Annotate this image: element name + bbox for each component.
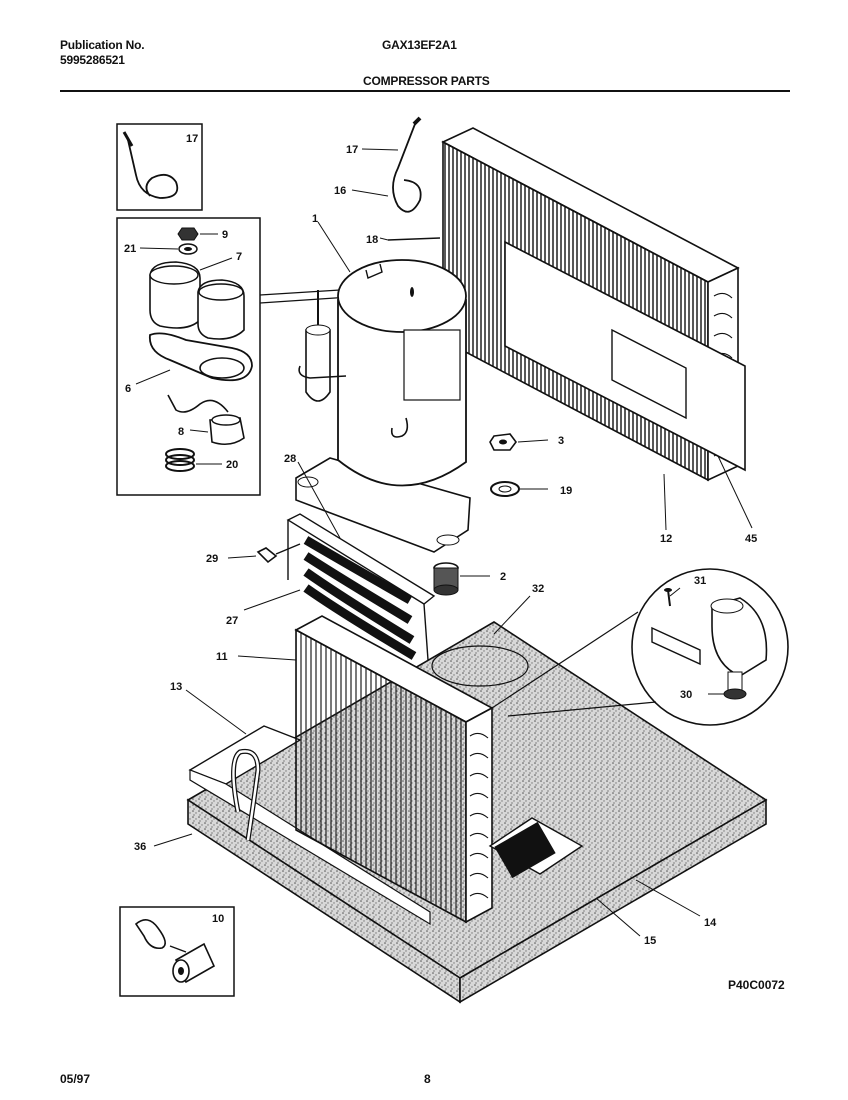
inset-box-capacitor-clamp: [119, 906, 235, 997]
callout-17: 17: [346, 144, 358, 156]
model-number: GAX13EF2A1: [382, 38, 457, 52]
callout-7: 7: [236, 251, 242, 263]
callout-13: 13: [170, 681, 182, 693]
publication-label: Publication No.: [60, 38, 145, 52]
callout-20: 20: [226, 459, 238, 471]
callout-11: 11: [216, 651, 228, 663]
callout-27: 27: [226, 615, 238, 627]
inset-box-thermostat: [116, 123, 203, 211]
callout-18: 18: [366, 234, 378, 246]
callout-28: 28: [284, 453, 296, 465]
callout-2: 2: [500, 571, 506, 583]
leader-lines: [135, 148, 753, 937]
callout-30: 30: [680, 689, 692, 701]
callout-31: 31: [694, 575, 706, 587]
callout-36: 36: [134, 841, 146, 853]
callout-6: 6: [125, 383, 131, 395]
callout-9: 9: [222, 229, 228, 241]
grommet: [433, 562, 459, 596]
callout-19: 19: [560, 485, 572, 497]
callout-10: 10: [212, 913, 224, 925]
callout-8: 8: [178, 426, 184, 438]
footer-date: 05/97: [60, 1072, 91, 1086]
callout-21: 21: [124, 243, 136, 255]
heater-assembly: [286, 513, 436, 661]
footer-page-number: 8: [424, 1072, 431, 1086]
callout-45: 45: [745, 533, 757, 545]
header-rule: [60, 90, 790, 92]
callout-15: 15: [644, 935, 656, 947]
callout-16: 16: [334, 185, 346, 197]
callout-14: 14: [704, 917, 717, 929]
callout-3: 3: [558, 435, 564, 447]
drawing-code: P40C0072: [728, 978, 785, 992]
inset-box-terminal-parts: [116, 217, 261, 496]
callout-12: 12: [660, 533, 672, 545]
callout-29: 29: [206, 553, 218, 565]
callout-17-inset: 17: [186, 133, 198, 145]
callout-1: 1: [312, 213, 318, 225]
evaporator-coil: [294, 615, 494, 924]
detail-circle: [491, 568, 789, 726]
section-title: COMPRESSOR PARTS: [363, 74, 490, 88]
condenser-coil: [441, 127, 746, 482]
callout-32: 32: [532, 583, 544, 595]
publication-number: 5995286521: [60, 53, 125, 67]
compressor: [295, 259, 471, 553]
